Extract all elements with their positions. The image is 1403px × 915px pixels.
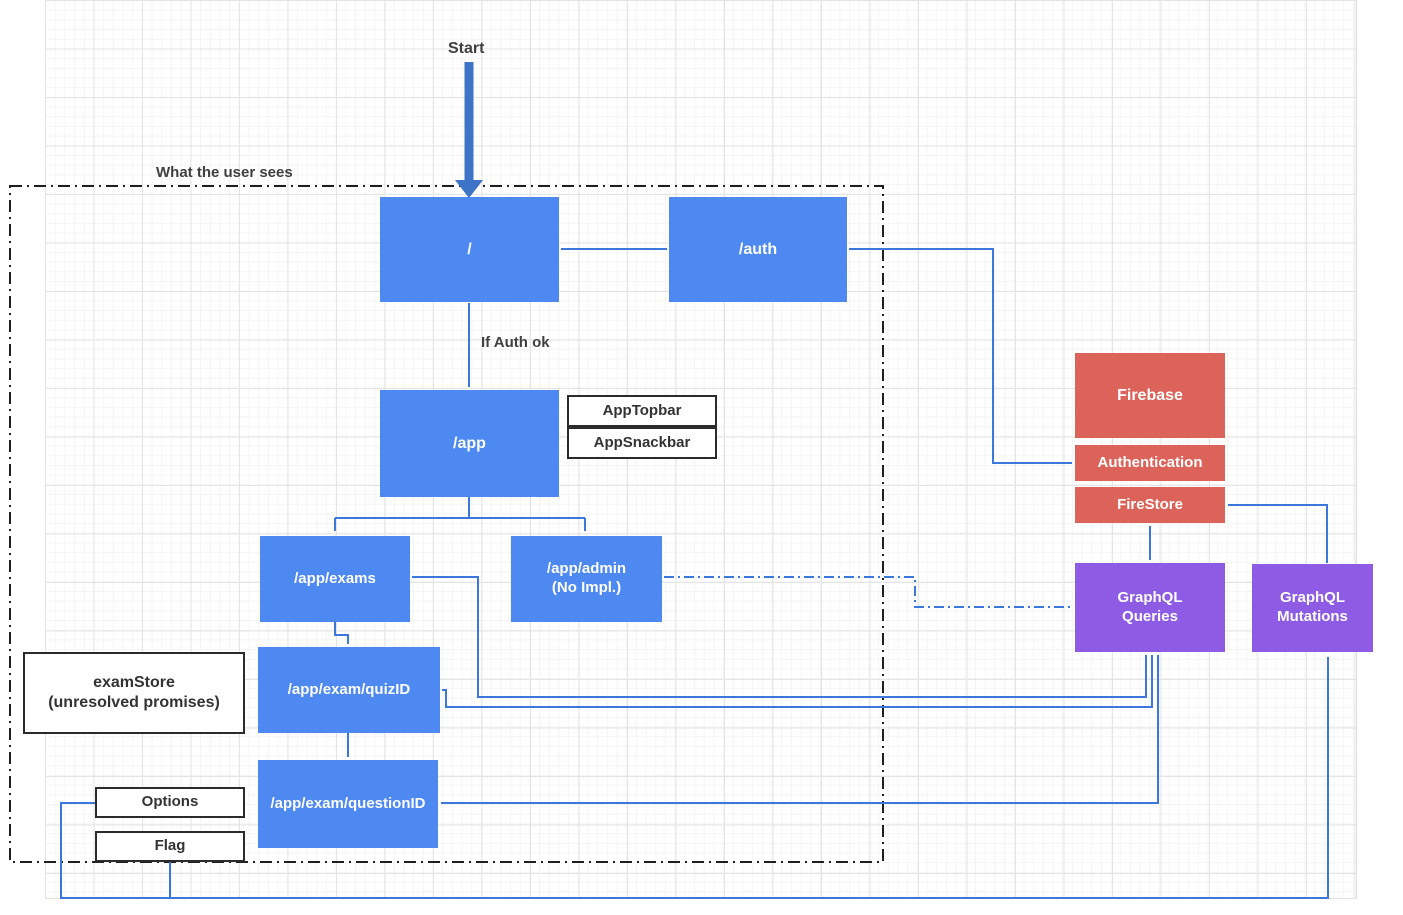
- node-app-exams-route[interactable]: /app/exams: [260, 536, 410, 622]
- node-options-label: Options: [141, 793, 199, 811]
- node-exam-store[interactable]: examStore (unresolved promises): [23, 652, 245, 734]
- node-firebase-label: Firebase: [1117, 386, 1183, 404]
- edge-options-mutations[interactable]: [60, 657, 1329, 899]
- edge-exams-quiz[interactable]: [334, 622, 349, 644]
- node-graphql-queries-label: GraphQL Queries: [1117, 588, 1183, 625]
- node-authentication-label: Authentication: [1097, 453, 1203, 471]
- node-app-topbar[interactable]: AppTopbar: [567, 395, 717, 427]
- node-auth-route[interactable]: /auth: [669, 197, 847, 302]
- node-flag[interactable]: Flag: [95, 831, 245, 862]
- node-app-route-label: /app: [453, 434, 486, 452]
- node-firestore-label: FireStore: [1117, 495, 1183, 513]
- edge-queries-exams[interactable]: [412, 576, 1147, 698]
- node-options[interactable]: Options: [95, 787, 245, 818]
- node-quiz-route-label: /app/exam/quizID: [287, 680, 411, 698]
- node-root-route[interactable]: /: [380, 197, 559, 302]
- node-app-admin-route[interactable]: /app/admin (No Impl.): [511, 536, 662, 622]
- user-sees-label: What the user sees: [156, 164, 293, 181]
- node-question-route[interactable]: /app/exam/questionID: [258, 760, 438, 848]
- edge-auth-authentication[interactable]: [849, 248, 1072, 464]
- node-root-route-label: /: [467, 240, 472, 258]
- node-app-snackbar-label: AppSnackbar: [593, 433, 691, 451]
- node-firestore[interactable]: FireStore: [1075, 487, 1225, 523]
- edge-queries-quiz[interactable]: [442, 655, 1153, 708]
- node-question-route-label: /app/exam/questionID: [270, 794, 426, 812]
- node-app-admin-label: /app/admin (No Impl.): [546, 560, 627, 596]
- node-quiz-route[interactable]: /app/exam/quizID: [258, 647, 440, 733]
- node-app-topbar-label: AppTopbar: [602, 401, 682, 419]
- node-auth-route-label: /auth: [738, 240, 778, 258]
- edge-app-branch[interactable]: [335, 497, 585, 519]
- start-label: Start: [448, 40, 485, 57]
- node-flag-label: Flag: [154, 837, 186, 855]
- node-app-exams-label: /app/exams: [294, 569, 376, 587]
- node-app-snackbar[interactable]: AppSnackbar: [567, 427, 717, 459]
- edge-admin-queries-dashed[interactable]: [664, 576, 1072, 608]
- node-app-route[interactable]: /app: [380, 390, 559, 497]
- node-graphql-mutations[interactable]: GraphQL Mutations: [1252, 564, 1373, 652]
- edge-mutations-firestore[interactable]: [1228, 504, 1328, 563]
- if-auth-ok-label: If Auth ok: [481, 334, 550, 351]
- user-sees-boundary[interactable]: [9, 185, 884, 863]
- node-firebase[interactable]: Firebase: [1075, 353, 1225, 438]
- edge-start-to-root[interactable]: [455, 62, 483, 198]
- node-graphql-queries[interactable]: GraphQL Queries: [1075, 563, 1225, 652]
- node-authentication[interactable]: Authentication: [1075, 445, 1225, 481]
- edge-queries-question[interactable]: [441, 655, 1159, 804]
- node-graphql-mutations-label: GraphQL Mutations: [1277, 589, 1348, 625]
- node-exam-store-label: examStore (unresolved promises): [48, 674, 220, 711]
